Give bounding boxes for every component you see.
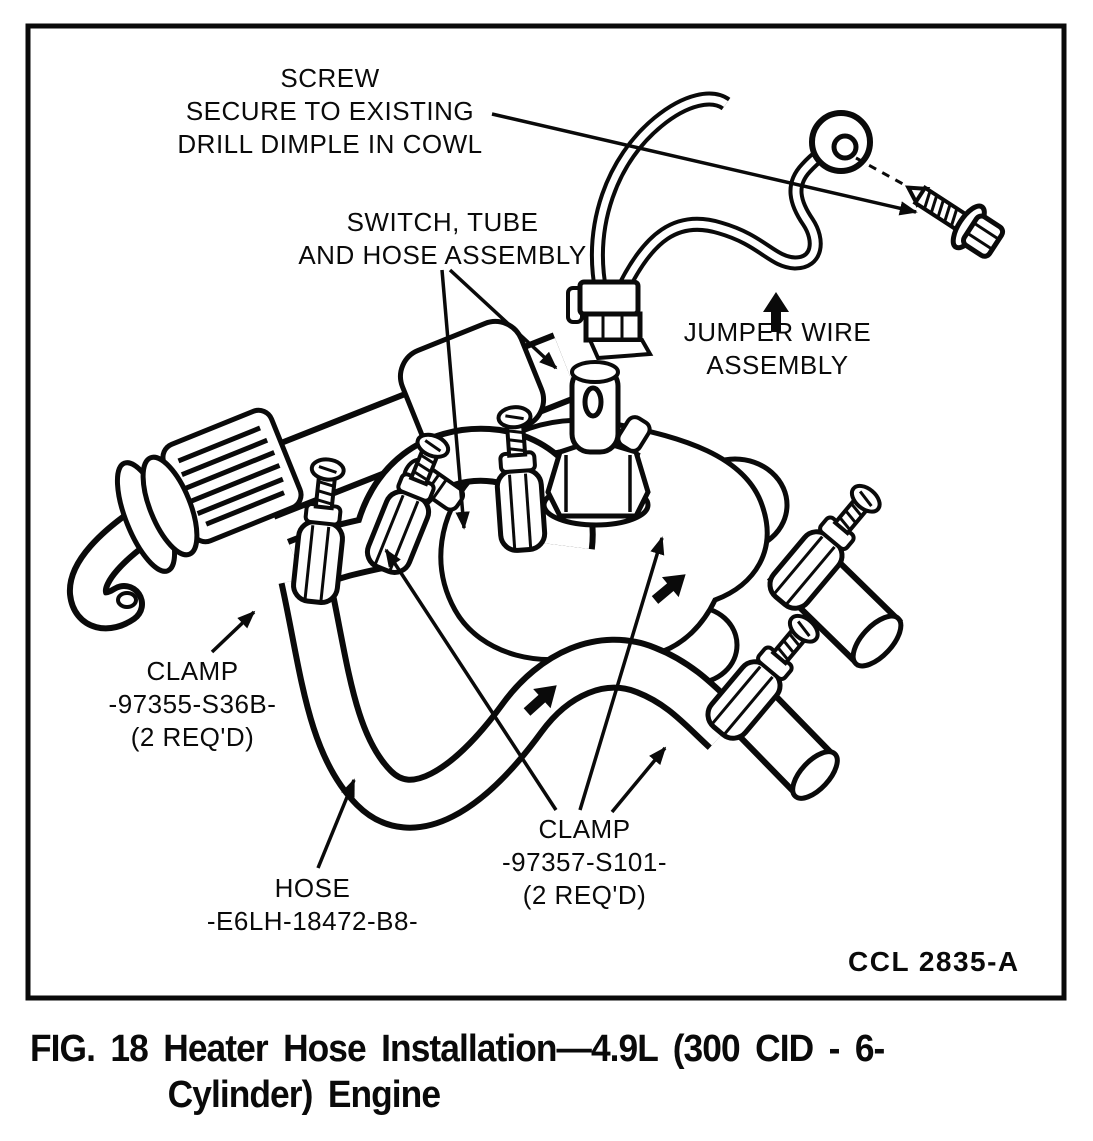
leader-clamp-97355 (210, 610, 256, 654)
callout-jumper-wire: JUMPER WIRE ASSEMBLY (650, 316, 905, 382)
jumper-wire-drawing (566, 91, 873, 361)
leader-lines (210, 112, 918, 869)
callout-switch-tube: SWITCH, TUBE AND HOSE ASSEMBLY (295, 206, 590, 272)
callout-screw: SCREW SECURE TO EXISTING DRILL DIMPLE IN… (170, 62, 490, 161)
callout-screw-line3: DRILL DIMPLE IN COWL (177, 129, 483, 160)
callout-clamp97357-line1: CLAMP (538, 814, 631, 844)
figure-caption-line2: Cylinder) Engine (167, 1074, 441, 1117)
callout-hose-line1: HOSE (274, 873, 351, 903)
leader-switch (448, 268, 558, 370)
callout-jumper-line1: JUMPER WIRE (683, 317, 872, 347)
heater-hose-loop-drawing (278, 572, 745, 831)
leader-switch-hose (440, 269, 470, 530)
collar-ring-inner (140, 454, 200, 558)
callout-clamp97355-line1: CLAMP (146, 656, 239, 686)
hose-hook-nub (116, 591, 138, 609)
ring-terminal-hole (831, 133, 859, 161)
leader-clamp-97357-left (384, 548, 558, 811)
callout-switch-line1: SWITCH, TUBE (346, 207, 539, 237)
heater-tube-drawing (67, 318, 580, 632)
leader-clamp-97357-lower (610, 746, 667, 814)
callout-hose-line2: -E6LH-18472-B8- (206, 906, 419, 937)
figure-caption: FIG. 18 Heater Hose Installation—4.9L (3… (30, 1026, 1034, 1119)
callout-screw-line2: SECURE TO EXISTING (185, 96, 475, 127)
callout-switch-line2: AND HOSE ASSEMBLY (298, 240, 587, 271)
callout-clamp97355-line3: (2 REQ'D) (130, 722, 255, 753)
callout-clamp97355-line2: -97355-S36B- (108, 689, 277, 720)
mounting-screw-drawing (904, 184, 1006, 259)
ribbed-sleeve (160, 407, 304, 545)
callout-clamp-97357: CLAMP -97357-S101- (2 REQ'D) (492, 813, 677, 912)
connector-drawing (566, 279, 654, 361)
callout-clamp-97355: CLAMP -97355-S36B- (2 REQ'D) (100, 655, 285, 754)
callout-hose: HOSE -E6LH-18472-B8- (200, 872, 425, 938)
figure-code: CCL 2835-A (848, 946, 1020, 977)
callout-clamp97357-line2: -97357-S101- (502, 847, 667, 878)
leader-clamp-97357-upper (578, 536, 665, 811)
switch-side-port (616, 415, 652, 453)
callout-jumper-line2: ASSEMBLY (706, 350, 849, 381)
callout-screw-line1: SCREW (280, 63, 380, 93)
switch-port-hole (582, 385, 604, 419)
callout-clamp97357-line3: (2 REQ'D) (522, 880, 647, 911)
vacuum-switch-drawing (541, 360, 652, 528)
leader-screw (491, 112, 918, 216)
figure-caption-line1: FIG. 18 Heater Hose Installation—4.9L (3… (30, 1028, 885, 1070)
leader-hose (316, 778, 356, 869)
switch-hex-nut (545, 437, 651, 519)
